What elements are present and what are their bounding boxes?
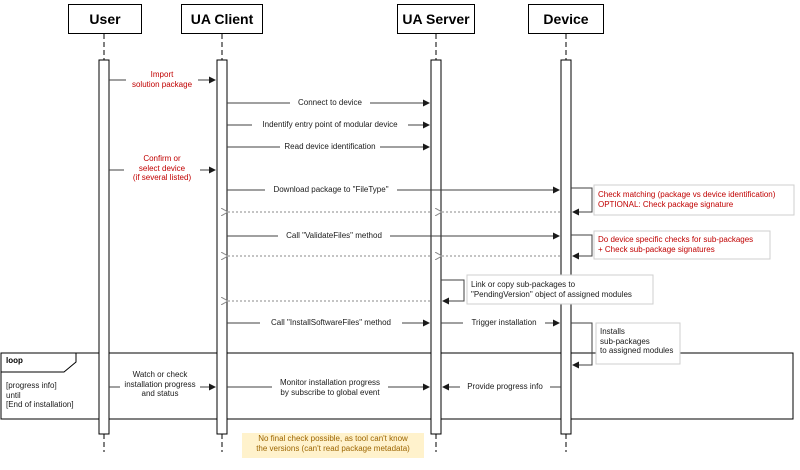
label-install-call: Call "InstallSoftwareFiles" method xyxy=(260,318,402,328)
label-provide: Provide progress info xyxy=(460,382,550,392)
actor-ua-server: UA Server xyxy=(397,4,475,34)
label-confirm: Confirm or select device (if several lis… xyxy=(124,154,200,183)
self-arrow-installs xyxy=(571,322,593,369)
frame-check-matching xyxy=(593,184,795,216)
label-identify: Indentify entry point of modular device xyxy=(252,120,408,130)
frame-device-checks xyxy=(593,230,771,260)
final-check-note: No final check possible, as tool can't k… xyxy=(242,433,424,458)
self-arrow-device-checks xyxy=(571,234,593,260)
label-installs: Installs sub-packages to assigned module… xyxy=(600,327,674,355)
activation-ua-client xyxy=(216,59,228,435)
loop-tag-frame xyxy=(0,353,77,373)
label-trigger: Trigger installation xyxy=(463,318,545,328)
label-import: Import solution package xyxy=(126,70,198,89)
label-monitor: Monitor installation progress by subscri… xyxy=(272,378,388,397)
actor-device: Device xyxy=(528,4,604,34)
self-arrow-link-copy xyxy=(441,279,465,305)
actor-ua-client: UA Client xyxy=(181,4,263,34)
activation-device xyxy=(560,59,572,435)
label-watch: Watch or check installation progress and… xyxy=(120,370,200,399)
label-check-matching: Check matching (package vs device identi… xyxy=(598,190,776,209)
label-device-checks: Do device specific checks for sub-packag… xyxy=(598,235,754,254)
label-link-copy: Link or copy sub-packages to "PendingVer… xyxy=(471,280,632,299)
activation-ua-server xyxy=(430,59,442,435)
activation-user xyxy=(98,59,110,435)
label-read-id: Read device identification xyxy=(280,142,380,152)
label-connect: Connect to device xyxy=(290,98,370,108)
frame-installs xyxy=(595,322,681,365)
loop-guard: [progress info] until [End of installati… xyxy=(6,381,74,409)
label-download: Download package to "FileType" xyxy=(265,185,397,195)
actor-user: User xyxy=(68,4,142,34)
frame-link-copy xyxy=(466,274,654,305)
label-validate: Call "ValidateFiles" method xyxy=(278,231,390,241)
loop-frame xyxy=(0,352,794,420)
self-arrow-check-matching xyxy=(571,187,593,216)
loop-label: loop xyxy=(6,356,23,365)
